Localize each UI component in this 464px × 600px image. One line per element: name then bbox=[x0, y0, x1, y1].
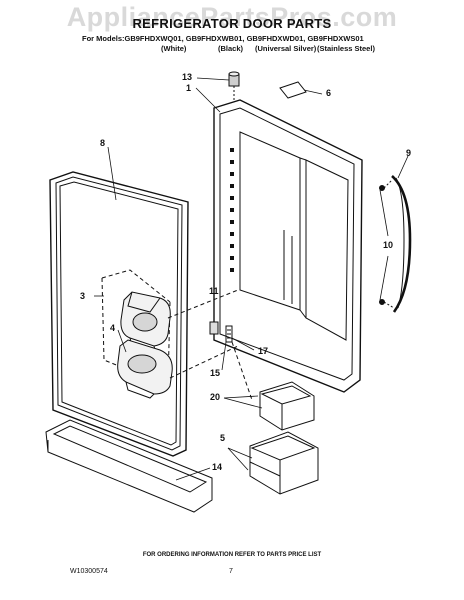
page-number: 7 bbox=[229, 568, 233, 575]
callout-leader-lines bbox=[94, 77, 409, 481]
callout-3: 3 bbox=[80, 291, 86, 301]
door-handle-drawing bbox=[379, 175, 412, 313]
door-bins-drawing bbox=[249, 381, 319, 495]
dispenser-modules-drawing bbox=[101, 269, 173, 399]
watermark-text: AppliancePartsPros.com bbox=[66, 2, 398, 32]
callout-15: 15 bbox=[210, 368, 221, 378]
diagram-title: REFRIGERATOR DOOR PARTS bbox=[132, 16, 332, 31]
label-pad-drawing bbox=[279, 81, 307, 99]
callout-4: 4 bbox=[110, 323, 116, 333]
callout-17: 17 bbox=[258, 346, 269, 356]
finish-stainless-steel: (Stainless Steel) bbox=[317, 44, 375, 53]
callout-9: 9 bbox=[406, 148, 412, 158]
finish-black: (Black) bbox=[218, 44, 244, 53]
callout-6: 6 bbox=[326, 88, 332, 98]
bottom-bin-drawing bbox=[45, 419, 213, 513]
finish-white: (White) bbox=[161, 44, 187, 53]
ordering-note: FOR ORDERING INFORMATION REFER TO PARTS … bbox=[142, 552, 322, 558]
fittings-drawing bbox=[209, 302, 233, 343]
door-assembly-drawing bbox=[213, 99, 363, 393]
models-line: For Models:GB9FHDXWQ01, GB9FHDXWB01, GB9… bbox=[82, 34, 364, 43]
callout-14: 14 bbox=[212, 462, 223, 472]
hinge-bushing-drawing bbox=[228, 71, 240, 100]
shelf-clip-holes bbox=[230, 148, 234, 272]
callout-5: 5 bbox=[220, 433, 226, 443]
callout-20: 20 bbox=[210, 392, 221, 402]
assembly-guide-lines bbox=[167, 289, 253, 401]
door-gasket-drawing bbox=[49, 171, 189, 457]
callout-1: 1 bbox=[186, 83, 192, 93]
callout-13: 13 bbox=[182, 72, 193, 82]
document-id: W10300574 bbox=[70, 568, 108, 575]
finish-universal-silver: (Universal Silver) bbox=[255, 44, 317, 53]
callout-8: 8 bbox=[100, 138, 106, 148]
callout-10: 10 bbox=[383, 240, 394, 250]
callout-11: 11 bbox=[209, 286, 219, 296]
